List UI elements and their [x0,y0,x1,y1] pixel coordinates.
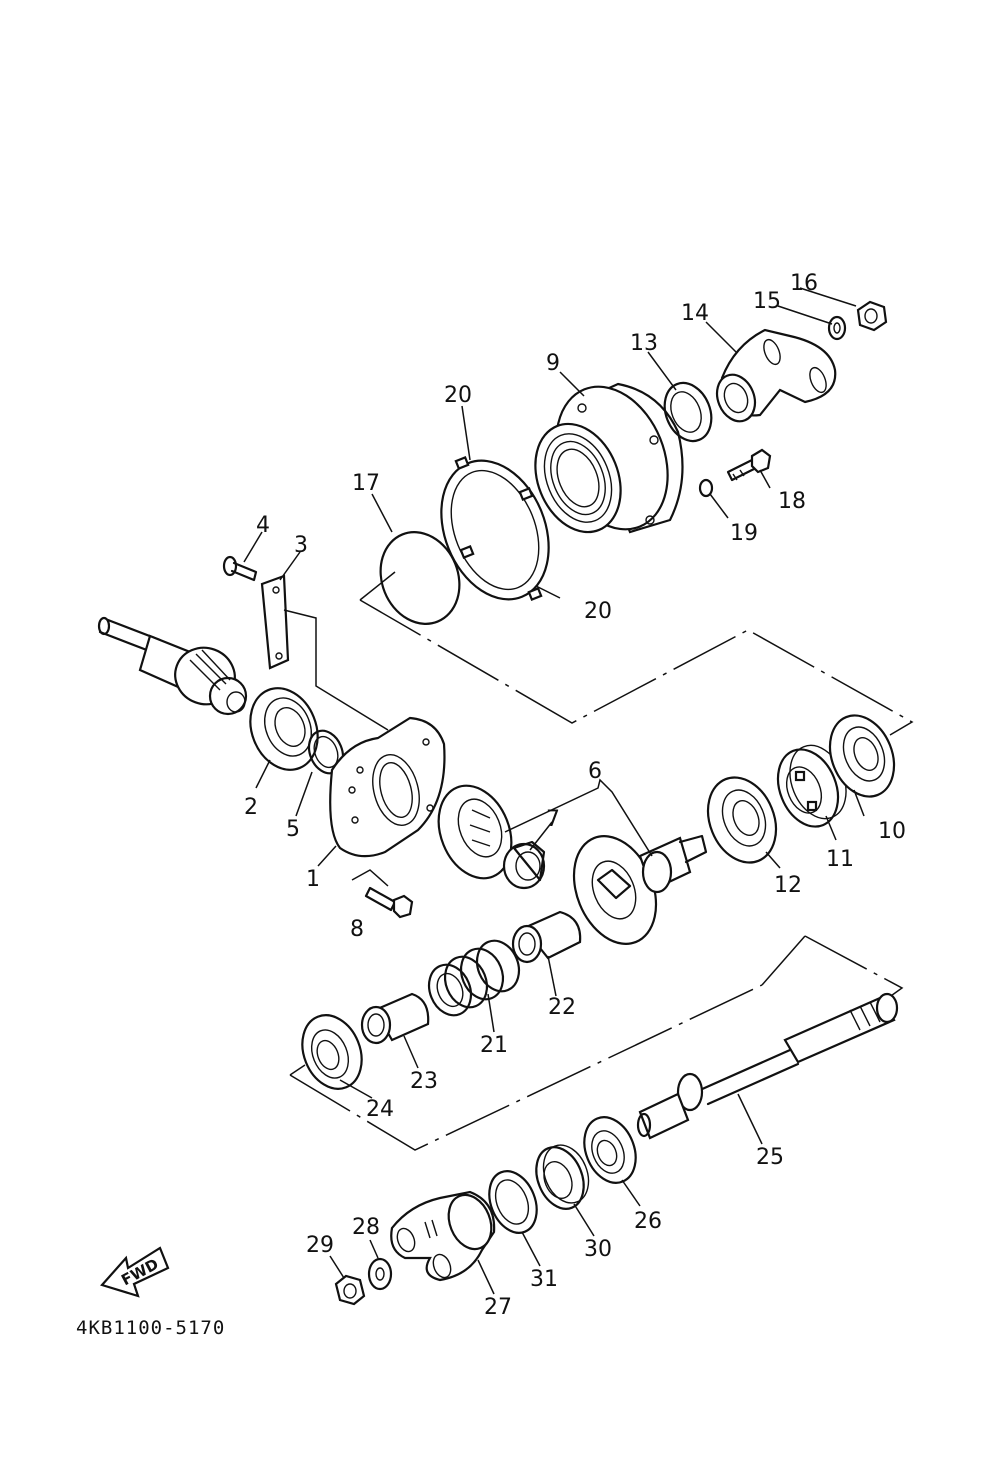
callout-25: 25 [756,1145,784,1170]
part-7-nut [502,840,546,890]
part-28-washer [367,1257,393,1291]
part-27-yoke [390,1190,496,1282]
part-1-flange [329,716,446,858]
callout-28: 28 [352,1215,380,1240]
callout-7: 7 [546,807,560,832]
callout-20-bottom: 20 [584,599,612,624]
callout-6: 6 [588,759,602,784]
callout-27: 27 [484,1295,512,1320]
part-22-sleeve [511,910,582,964]
callout-31: 31 [530,1267,558,1292]
assembly-bracket-upper [359,571,914,736]
callout-10: 10 [878,819,906,844]
part-29-nut [334,1274,366,1306]
callout-13: 13 [630,331,658,356]
part-13-oil-seal [663,381,713,443]
callout-20-top: 20 [444,383,472,408]
part-16-nut [856,300,888,332]
part-21-spring [427,939,521,1017]
part-25-output-shaft [636,992,899,1140]
callout-3: 3 [294,533,308,558]
callout-2: 2 [244,795,258,820]
part-20-gasket [440,455,550,602]
callout-1: 1 [306,867,320,892]
part-6-gear-set [437,784,708,945]
callout-8: 8 [350,917,364,942]
part-10-bearing [828,714,896,798]
part-9-housing [534,382,684,534]
callout-17: 17 [352,471,380,496]
callout-24: 24 [366,1097,394,1122]
callout-29: 29 [306,1233,334,1258]
callout-22: 22 [548,995,576,1020]
fwd-arrow-icon: FWD [100,1246,170,1298]
part-30-ring-nut [535,1144,590,1210]
callout-12: 12 [774,873,802,898]
callout-4: 4 [256,513,270,538]
part-23-collar [360,992,430,1045]
part-4-screw [222,555,258,582]
part-14-yoke [715,328,837,423]
callout-19: 19 [730,521,758,546]
callout-18: 18 [778,489,806,514]
part-2-bearing [249,687,319,771]
callout-5: 5 [286,817,300,842]
part-pinion-shaft [97,616,248,716]
part-19-washer [698,478,714,498]
callout-23: 23 [410,1069,438,1094]
part-12-bearing [706,776,778,864]
leader-lines [243,287,865,1295]
catalog-code: 4KB1100-5170 [76,1317,226,1339]
callout-21: 21 [480,1033,508,1058]
part-8-bolt [364,886,414,919]
part-15-washer [827,315,847,341]
assembly-bracket-lower [289,935,904,1151]
callout-9: 9 [546,351,560,376]
part-17-disc [379,531,461,625]
part-31-oil-seal [488,1170,538,1234]
callout-11: 11 [826,847,854,872]
part-18-bolt [726,448,772,482]
part-24-bearing [301,1014,363,1090]
part-26-bearing [583,1116,637,1184]
callout-labels: 16 15 14 13 9 20 17 18 19 20 4 3 2 5 1 8… [244,271,906,1320]
callout-15: 15 [753,289,781,314]
callout-16: 16 [790,271,818,296]
callout-14: 14 [681,301,709,326]
callout-30: 30 [584,1237,612,1262]
part-3-plate [260,574,290,670]
callout-26: 26 [634,1209,662,1234]
